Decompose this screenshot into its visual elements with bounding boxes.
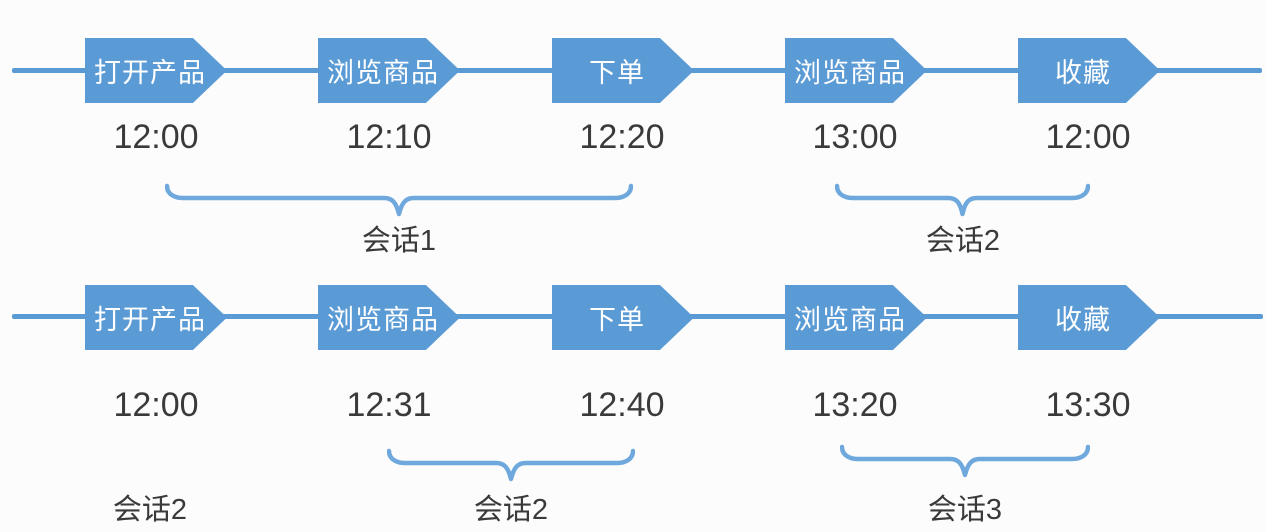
session-label: 会话3 (927, 494, 1003, 526)
event-time: 12:10 (346, 118, 432, 156)
event-time: 13:30 (1045, 386, 1131, 424)
session-label: 会话2 (925, 225, 1001, 257)
event-marker: 下单 (552, 38, 694, 103)
event-label: 收藏 (1055, 305, 1111, 335)
event-label: 收藏 (1055, 58, 1111, 88)
session-label: 会话2 (473, 494, 549, 526)
session-label: 会话1 (361, 225, 437, 257)
event-marker: 浏览商品 (318, 285, 460, 350)
event-time: 12:20 (579, 118, 665, 156)
event-marker: 打开产品 (85, 285, 227, 350)
event-marker: 浏览商品 (785, 285, 927, 350)
event-label: 下单 (589, 58, 645, 88)
session-brace (840, 444, 1090, 478)
event-label: 下单 (589, 305, 645, 335)
session-brace (387, 448, 635, 482)
event-time: 12:00 (1045, 118, 1131, 156)
event-time: 13:20 (812, 386, 898, 424)
event-label: 浏览商品 (327, 305, 439, 335)
session-label: 会话2 (112, 494, 188, 526)
event-marker: 下单 (552, 285, 694, 350)
event-time: 12:40 (579, 386, 665, 424)
event-marker: 收藏 (1018, 285, 1160, 350)
event-label: 浏览商品 (794, 58, 906, 88)
event-label: 浏览商品 (794, 305, 906, 335)
event-marker: 收藏 (1018, 38, 1160, 103)
session-brace (165, 183, 633, 217)
event-marker: 浏览商品 (785, 38, 927, 103)
event-label: 打开产品 (94, 305, 206, 335)
event-marker: 浏览商品 (318, 38, 460, 103)
event-time: 12:00 (113, 386, 199, 424)
event-time: 13:00 (812, 118, 898, 156)
event-time: 12:31 (346, 386, 432, 424)
event-marker: 打开产品 (85, 38, 227, 103)
event-label: 打开产品 (94, 58, 206, 88)
event-label: 浏览商品 (327, 58, 439, 88)
session-brace (835, 183, 1090, 217)
event-time: 12:00 (113, 118, 199, 156)
